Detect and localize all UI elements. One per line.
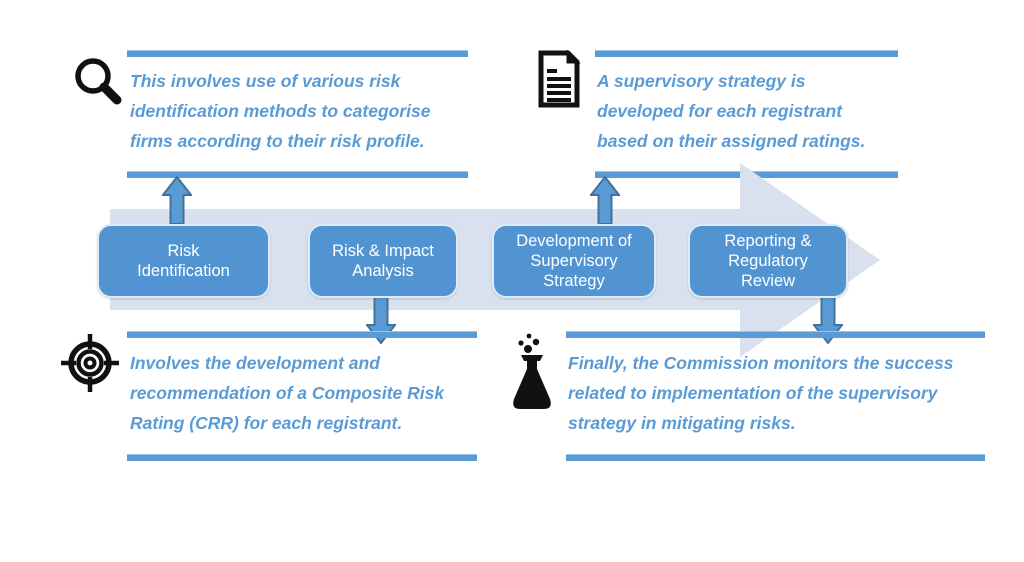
target-icon [58,331,122,400]
divider-bottom-left-lower [127,454,477,461]
stage-risk-identification: Risk Identification [97,224,270,298]
callout-risk-identification: This involves use of various risk identi… [130,71,431,151]
flask-icon [509,331,557,418]
divider-top-left-lower [127,171,468,178]
divider-top-left-upper [127,50,468,57]
divider-bottom-right-upper [566,331,985,338]
callout-monitoring: Finally, the Commission monitors the suc… [568,353,954,433]
divider-bottom-left-upper [127,331,477,338]
stage-risk-impact-analysis: Risk & Impact Analysis [308,224,458,298]
document-icon [533,49,585,113]
up-arrow-icon [160,175,194,230]
down-arrow-icon [364,296,398,349]
down-arrow-icon [811,296,845,349]
divider-bottom-right-lower [566,454,985,461]
divider-top-right-upper [595,50,898,57]
up-arrow-icon [588,175,622,230]
magnifier-icon [72,55,124,112]
stage-development-supervisory-strategy: Development of Supervisory Strategy [492,224,656,298]
callout-supervisory-strategy: A supervisory strategy is developed for … [597,71,866,151]
stage-reporting-regulatory-review: Reporting & Regulatory Review [688,224,848,298]
callout-composite-risk-rating: Involves the development and recommendat… [130,353,445,433]
